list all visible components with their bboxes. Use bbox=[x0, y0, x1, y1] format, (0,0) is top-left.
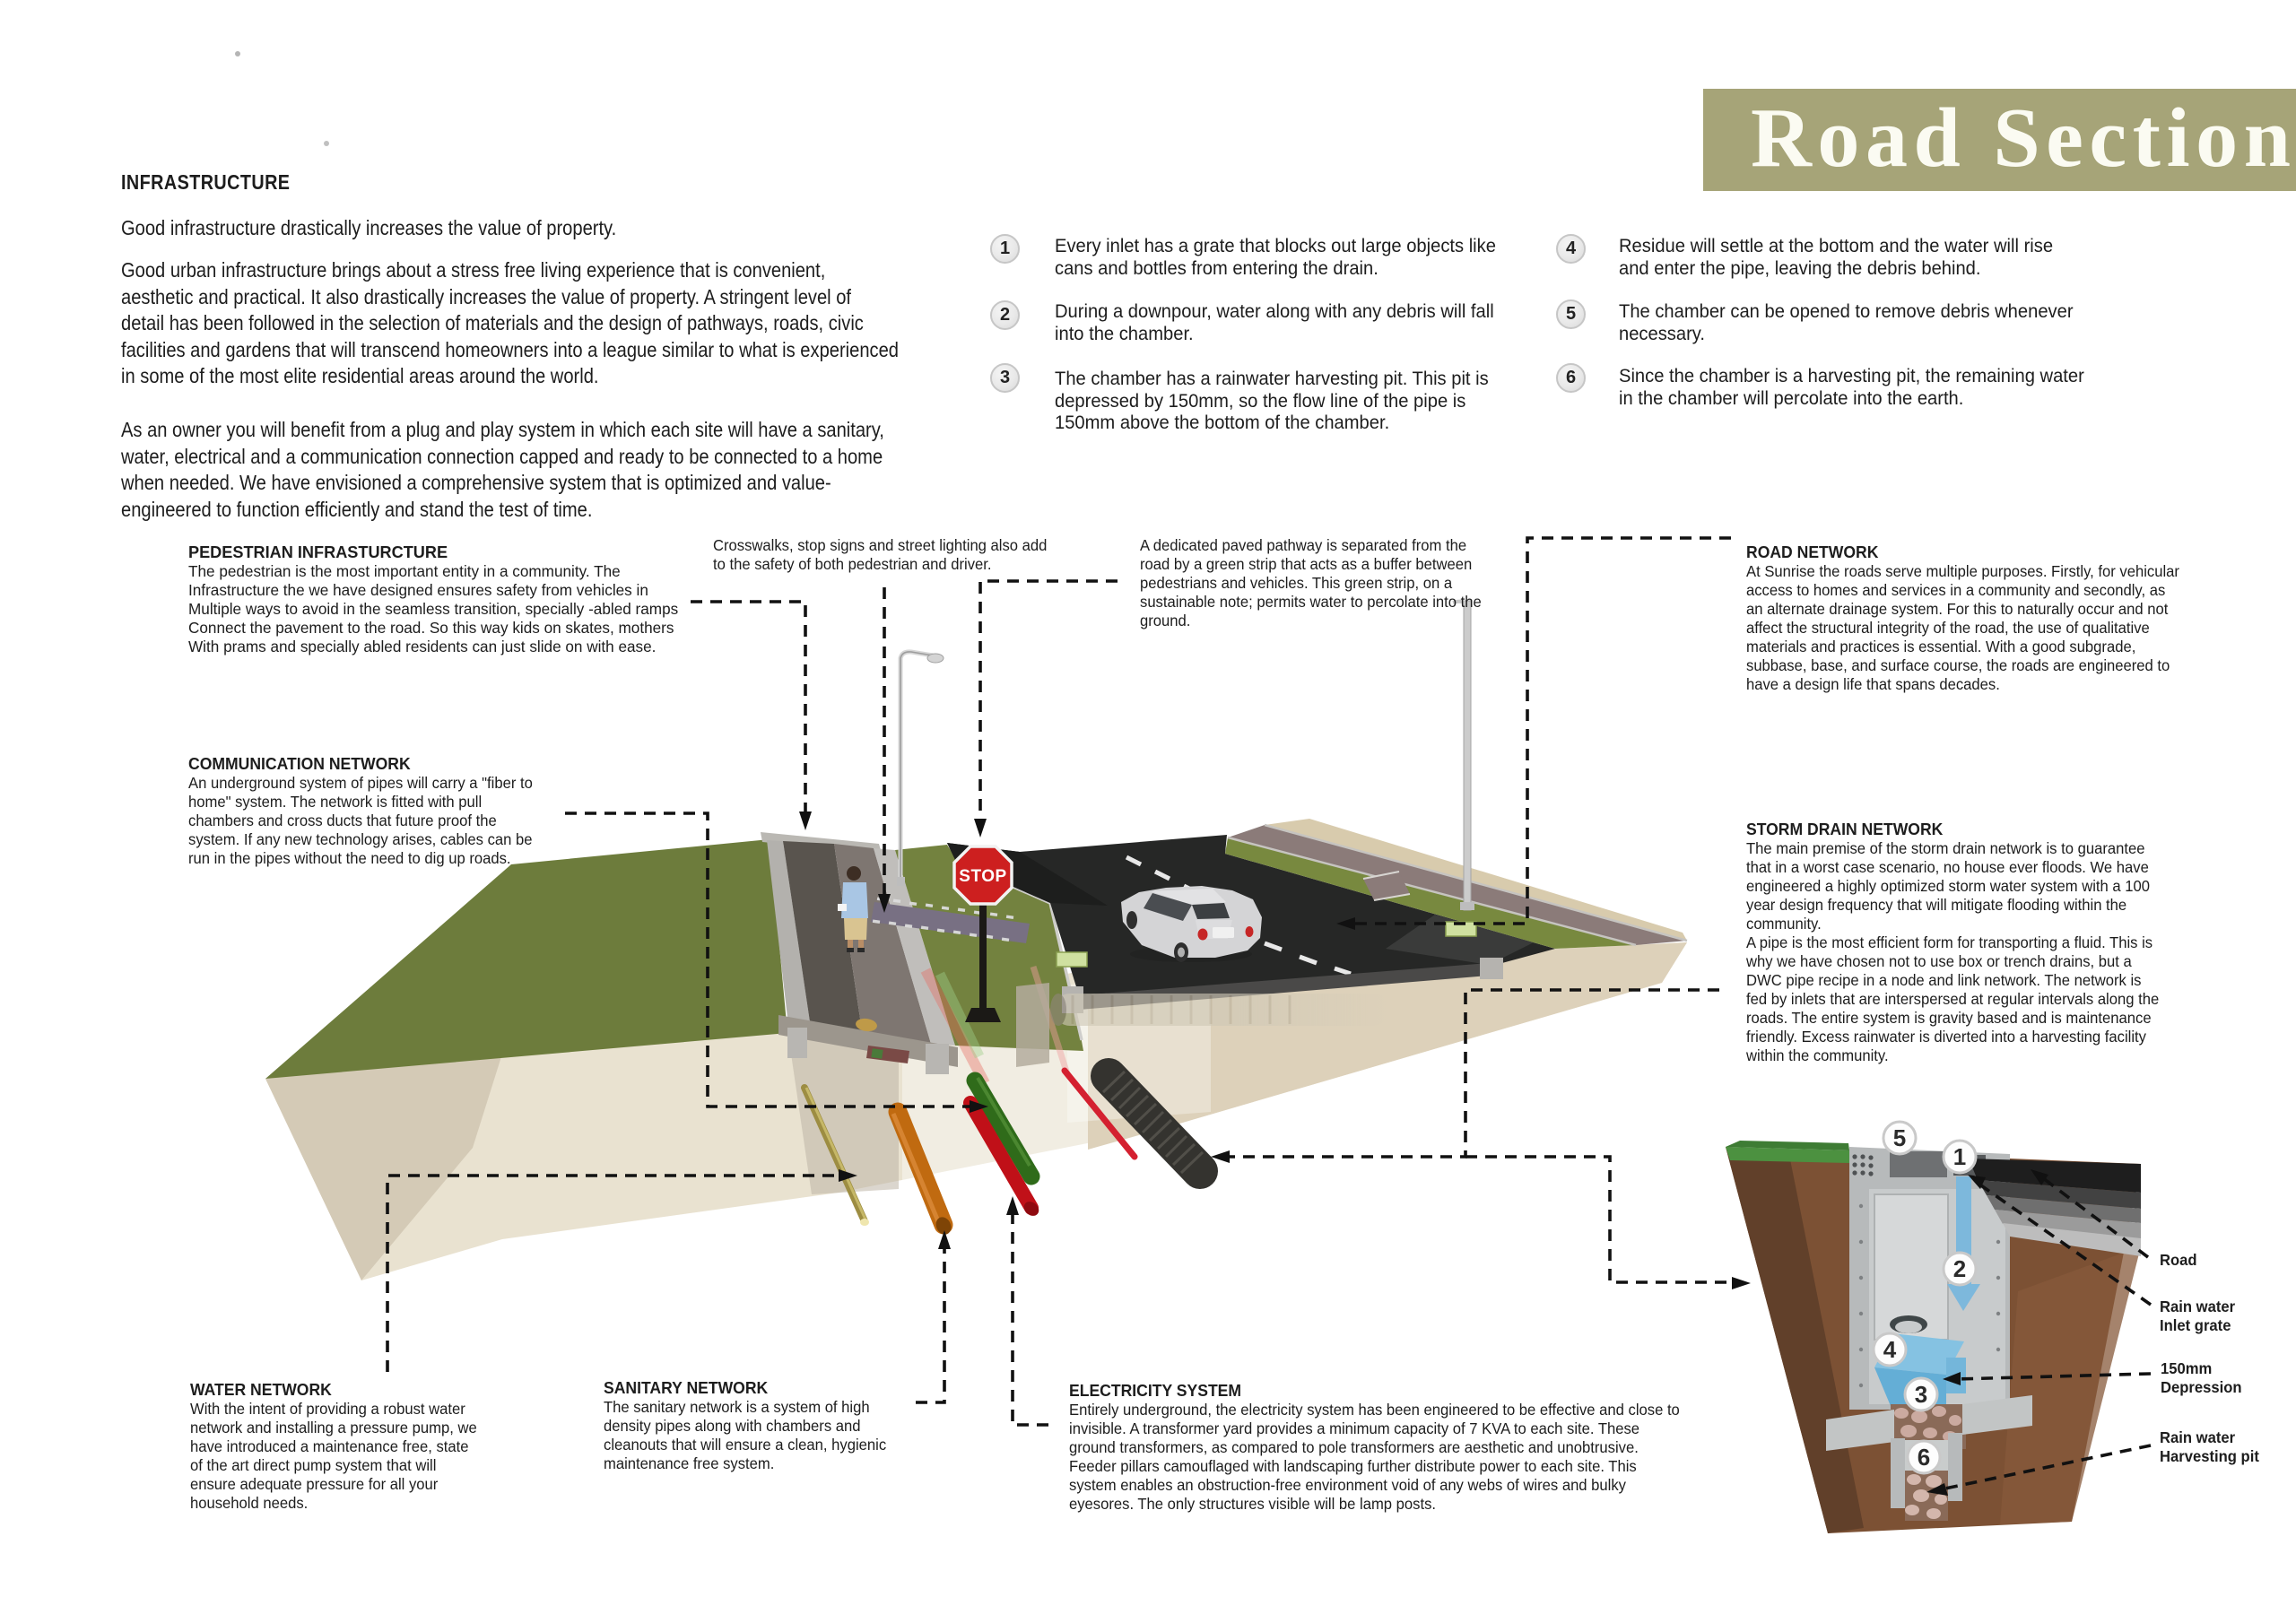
svg-text:2: 2 bbox=[1953, 1255, 1966, 1282]
svg-text:6: 6 bbox=[1918, 1444, 1930, 1471]
svg-text:5: 5 bbox=[1893, 1124, 1906, 1151]
svg-text:3: 3 bbox=[1915, 1381, 1927, 1408]
svg-text:STOP: STOP bbox=[959, 867, 1006, 886]
svg-text:1: 1 bbox=[1953, 1143, 1966, 1170]
svg-text:4: 4 bbox=[1883, 1336, 1897, 1363]
svg-text:Road Section: Road Section bbox=[1751, 91, 2291, 185]
